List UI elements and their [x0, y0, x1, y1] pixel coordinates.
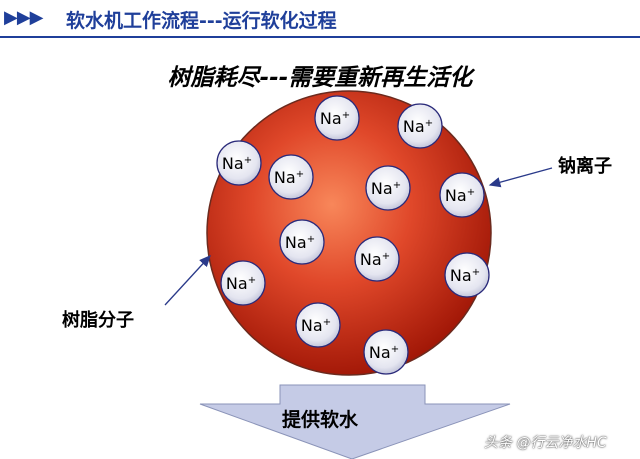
sodium-ion: Na+	[268, 154, 314, 200]
sodium-ions-group: Na+Na+Na+Na+Na+Na+Na+Na+Na+Na+Na+Na+	[216, 95, 490, 375]
sodium-ion: Na+	[295, 302, 341, 348]
sodium-ion: Na+	[365, 165, 411, 211]
sodium-ion: Na+	[216, 140, 262, 186]
watermark-text: 头条 @行云净水HC	[484, 435, 607, 451]
sodium-ion: Na+	[279, 219, 325, 265]
sodium-ion-pointer	[488, 167, 553, 188]
sodium-ion-label: 钠离子	[558, 156, 612, 177]
header-bar: ▶▶▶ 软水机工作流程---运行软化过程	[0, 0, 640, 38]
sodium-ion-circle	[314, 95, 360, 141]
diagram-subtitle: 树脂耗尽---需要重新再生活化	[167, 65, 473, 91]
sodium-ion-circle	[444, 252, 490, 298]
sodium-ion: Na+	[363, 329, 409, 375]
header-arrows-icon: ▶▶▶	[4, 7, 44, 28]
resin-molecule-pointer	[164, 255, 211, 306]
sodium-ion-circle	[365, 165, 411, 211]
output-arrow-label: 提供软水	[281, 409, 358, 431]
sodium-ion: Na+	[439, 172, 485, 218]
sodium-ion-circle	[363, 329, 409, 375]
sodium-ion-circle	[220, 260, 266, 306]
sodium-ion-circle	[279, 219, 325, 265]
resin-molecule-label: 树脂分子	[62, 310, 134, 331]
sodium-ion-circle	[295, 302, 341, 348]
sodium-ion-circle	[439, 172, 485, 218]
soft-water-output-arrow	[199, 384, 511, 459]
sodium-ion: Na+	[220, 260, 266, 306]
sodium-ion-circle	[268, 154, 314, 200]
sodium-ion: Na+	[354, 236, 400, 282]
sodium-ion: Na+	[397, 103, 443, 149]
sodium-ion-circle	[397, 103, 443, 149]
sodium-ion: Na+	[314, 95, 360, 141]
page-title: 软水机工作流程---运行软化过程	[66, 10, 337, 32]
header-divider	[0, 36, 640, 38]
sodium-ion-circle	[216, 140, 262, 186]
sodium-ion: Na+	[444, 252, 490, 298]
sodium-ion-circle	[354, 236, 400, 282]
